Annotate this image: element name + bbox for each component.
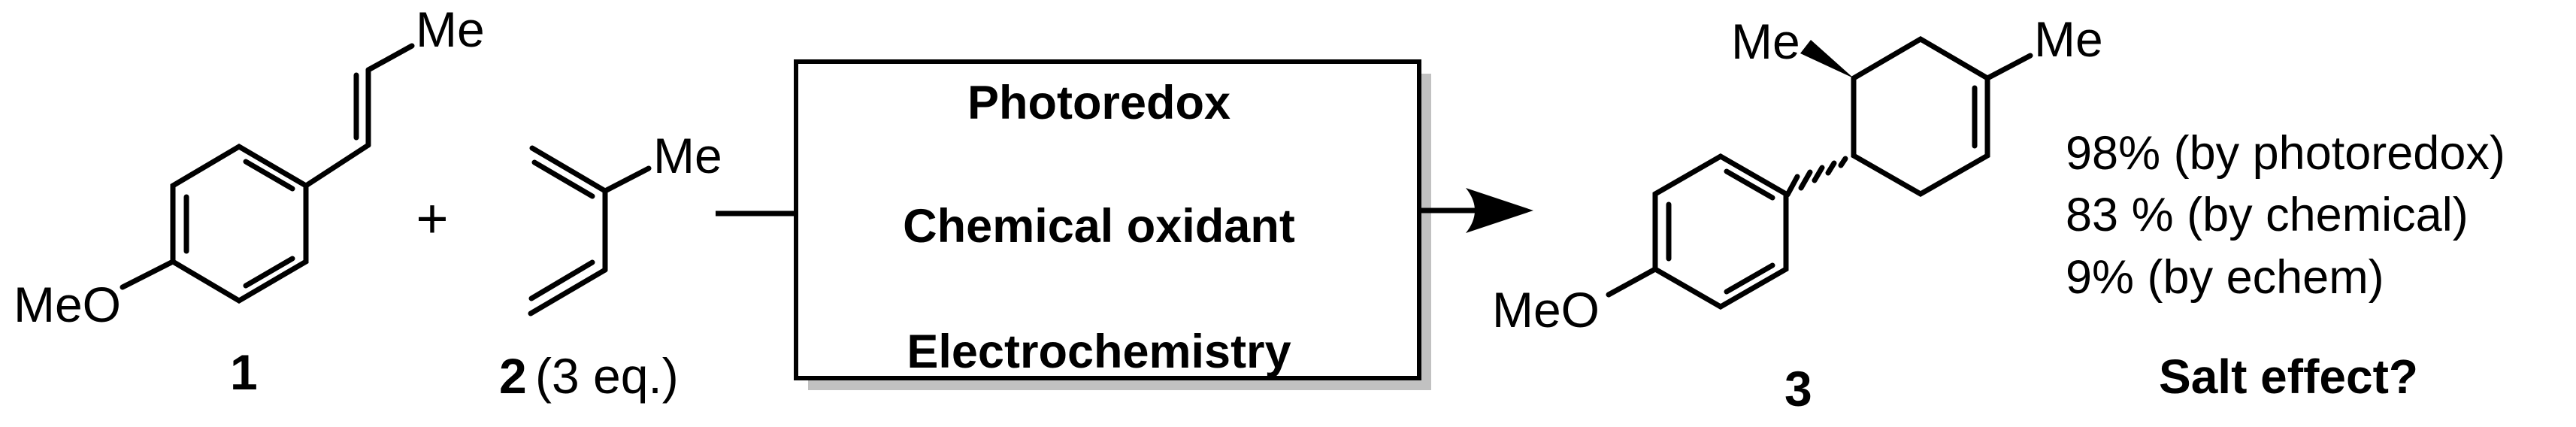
yield-chemical: 83 % (by chemical) xyxy=(2066,189,2469,241)
vinyl-double-bond-inner xyxy=(531,159,595,199)
aromatic-double-bond xyxy=(243,159,295,192)
yield-echem: 9% (by echem) xyxy=(2066,251,2384,304)
aromatic-double-bond xyxy=(1724,262,1775,295)
reaction-arrow xyxy=(1419,188,1533,233)
methoxy-bond xyxy=(120,259,176,290)
reactant-2-structure: Me 2 (3 eq.) xyxy=(499,128,722,404)
salt-effect-question: Salt effect? xyxy=(2159,350,2418,404)
conditions-box-frame xyxy=(794,59,1421,380)
condition-photoredox: Photoredox xyxy=(967,77,1230,129)
condition-chemical-oxidant: Chemical oxidant xyxy=(903,200,1295,253)
bold-wedge-bond xyxy=(1800,40,1854,78)
methoxy-bond xyxy=(1606,266,1658,298)
vinyl-double-bond-inner xyxy=(528,259,595,301)
methyl-label-right: Me xyxy=(2034,11,2103,67)
benzene-ring-3 xyxy=(1652,153,1789,310)
benzene-ring-1 xyxy=(170,143,309,304)
yield-photoredox: 98% (by photoredox) xyxy=(2066,127,2505,180)
results-block: 98% (by photoredox) 83 % (by chemical) 9… xyxy=(2066,127,2505,404)
aromatic-double-bond xyxy=(1724,168,1775,201)
reactant-1-structure: MeO Me 1 xyxy=(14,2,485,400)
single-bond-to-methyl xyxy=(1984,53,2033,81)
single-bond xyxy=(303,142,371,189)
single-bond-to-methyl xyxy=(602,165,652,194)
aromatic-double-bond xyxy=(243,256,295,289)
equivalents-label: (3 eq.) xyxy=(535,348,679,404)
methoxy-label: MeO xyxy=(14,277,121,332)
methyl-label: Me xyxy=(653,128,722,183)
compound-number-2: 2 xyxy=(499,348,527,404)
compound-number-1: 1 xyxy=(230,344,258,400)
product-3-structure: Me Me MeO 3 xyxy=(1492,11,2103,416)
single-bond-to-methyl xyxy=(365,43,415,73)
vinyl-double-bond xyxy=(528,267,608,316)
methyl-label-left: Me xyxy=(1731,14,1800,69)
cyclohexene-ring xyxy=(1851,35,1990,198)
methoxy-label: MeO xyxy=(1492,282,1600,338)
conditions-box: Photoredox Chemical oxidant Electrochemi… xyxy=(794,59,1431,390)
condition-electrochemistry: Electrochemistry xyxy=(907,326,1291,378)
methyl-label: Me xyxy=(416,2,485,57)
compound-number-3: 3 xyxy=(1784,361,1812,416)
plus-sign: + xyxy=(416,187,448,250)
hashed-wedge-bond xyxy=(1784,156,1848,198)
vinyl-double-bond xyxy=(529,145,608,194)
reaction-arrowhead-icon xyxy=(1466,188,1533,233)
